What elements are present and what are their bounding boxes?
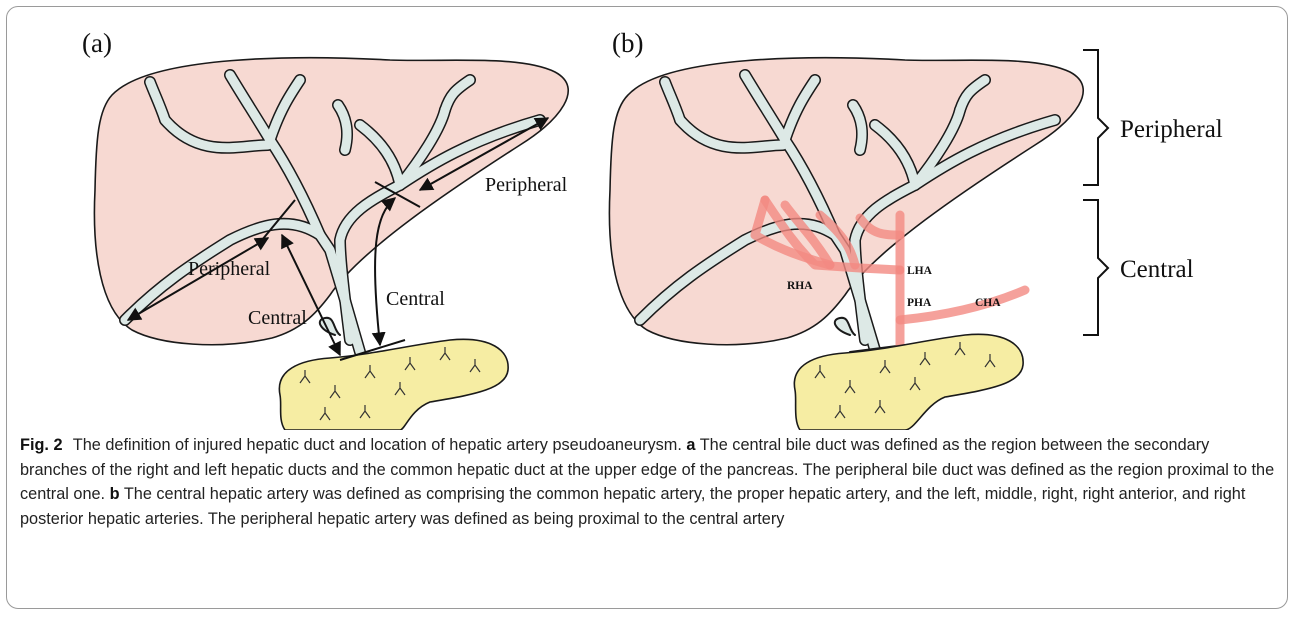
label-peripheral-right-a: Peripheral — [485, 174, 568, 196]
label-cha: CHA — [975, 297, 1001, 309]
label-pha: PHA — [907, 297, 932, 309]
bracket-central — [1083, 200, 1108, 335]
label-peripheral-left-a: Peripheral — [188, 258, 271, 280]
label-central-left-a: Central — [248, 307, 307, 329]
label-bracket-peripheral: Peripheral — [1120, 116, 1223, 143]
panel-a-label: (a) — [82, 28, 112, 58]
liver-a — [94, 58, 568, 345]
label-rha: RHA — [787, 280, 813, 292]
caption-intro: The definition of injured hepatic duct a… — [73, 436, 682, 454]
figure-illustration: (a) — [0, 0, 1296, 430]
label-central-right-a: Central — [386, 288, 445, 310]
liver-b — [609, 58, 1083, 345]
label-bracket-central: Central — [1120, 256, 1194, 283]
caption-marker-a: a — [686, 436, 695, 454]
panel-b: (b) — [609, 28, 1222, 430]
pancreas-b — [794, 334, 1023, 430]
label-lha: LHA — [907, 265, 933, 277]
panel-a: (a) — [82, 28, 568, 430]
bracket-peripheral — [1083, 50, 1108, 185]
caption-fig-label: Fig. 2 — [20, 436, 63, 454]
panel-b-label: (b) — [612, 28, 643, 58]
pancreas-a — [279, 339, 508, 430]
figure-caption: Fig. 2 The definition of injured hepatic… — [20, 433, 1275, 531]
caption-text-b: The central hepatic artery was defined a… — [20, 485, 1245, 528]
caption-marker-b: b — [110, 485, 120, 503]
